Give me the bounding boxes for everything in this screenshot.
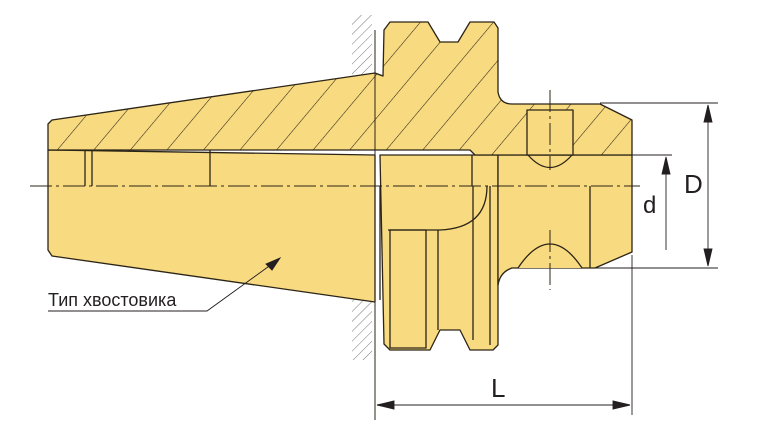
flange-key: [389, 229, 427, 349]
arrow-D-top: [703, 104, 713, 123]
flange-lower: [379, 154, 499, 351]
arrow-D-bottom: [703, 248, 713, 267]
shank-type-label: Тип хвостовика: [48, 290, 177, 310]
spindle-wall-top: [352, 15, 372, 77]
leader-arrow: [265, 256, 282, 271]
dim-D-label: D: [684, 169, 703, 199]
arrow-L-left: [376, 400, 395, 410]
taper-lower: [47, 149, 376, 303]
arrow-d: [661, 156, 671, 175]
dim-d-label: d: [643, 192, 656, 219]
label-leader: [48, 263, 273, 312]
spindle-wall-bottom: [352, 295, 372, 360]
dim-L-label: L: [491, 373, 505, 403]
arrow-L-right: [612, 400, 631, 410]
